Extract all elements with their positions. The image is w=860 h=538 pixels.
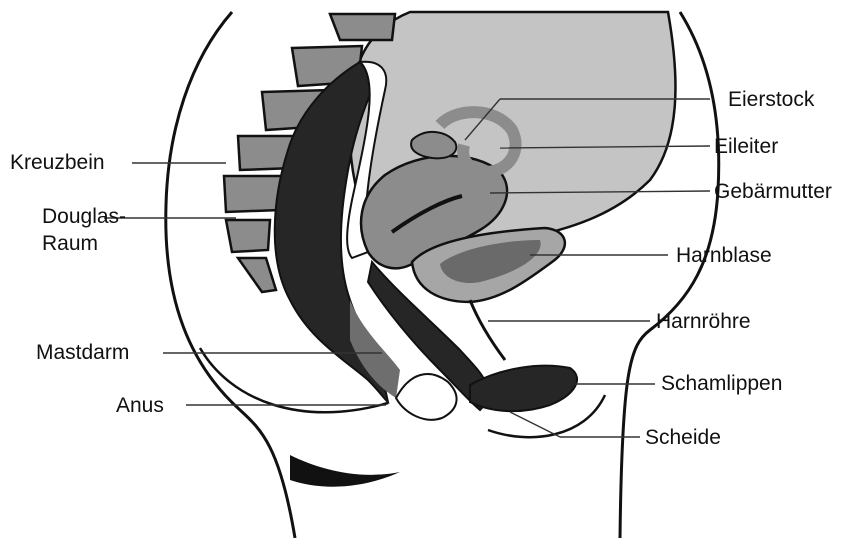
perineum-white bbox=[396, 374, 457, 420]
label-kreuzbein: Kreuzbein bbox=[10, 151, 105, 175]
label-harnroehre: Harnröhre bbox=[656, 310, 751, 334]
label-douglas-line1: Douglas- bbox=[42, 205, 126, 229]
label-eierstock: Eierstock bbox=[728, 88, 814, 112]
label-schamlippen: Schamlippen bbox=[661, 372, 782, 396]
ovary bbox=[411, 132, 456, 158]
label-gebaermutter: Gebärmutter bbox=[714, 180, 832, 204]
urethra bbox=[470, 300, 505, 360]
label-mastdarm: Mastdarm bbox=[36, 341, 129, 365]
label-douglas-line2: Raum bbox=[42, 232, 98, 256]
labia bbox=[470, 366, 577, 411]
label-eileiter: Eileiter bbox=[714, 135, 778, 159]
thigh-shadow bbox=[290, 455, 400, 487]
label-scheide: Scheide bbox=[645, 426, 721, 450]
label-harnblase: Harnblase bbox=[676, 244, 772, 268]
label-anus: Anus bbox=[116, 394, 164, 418]
